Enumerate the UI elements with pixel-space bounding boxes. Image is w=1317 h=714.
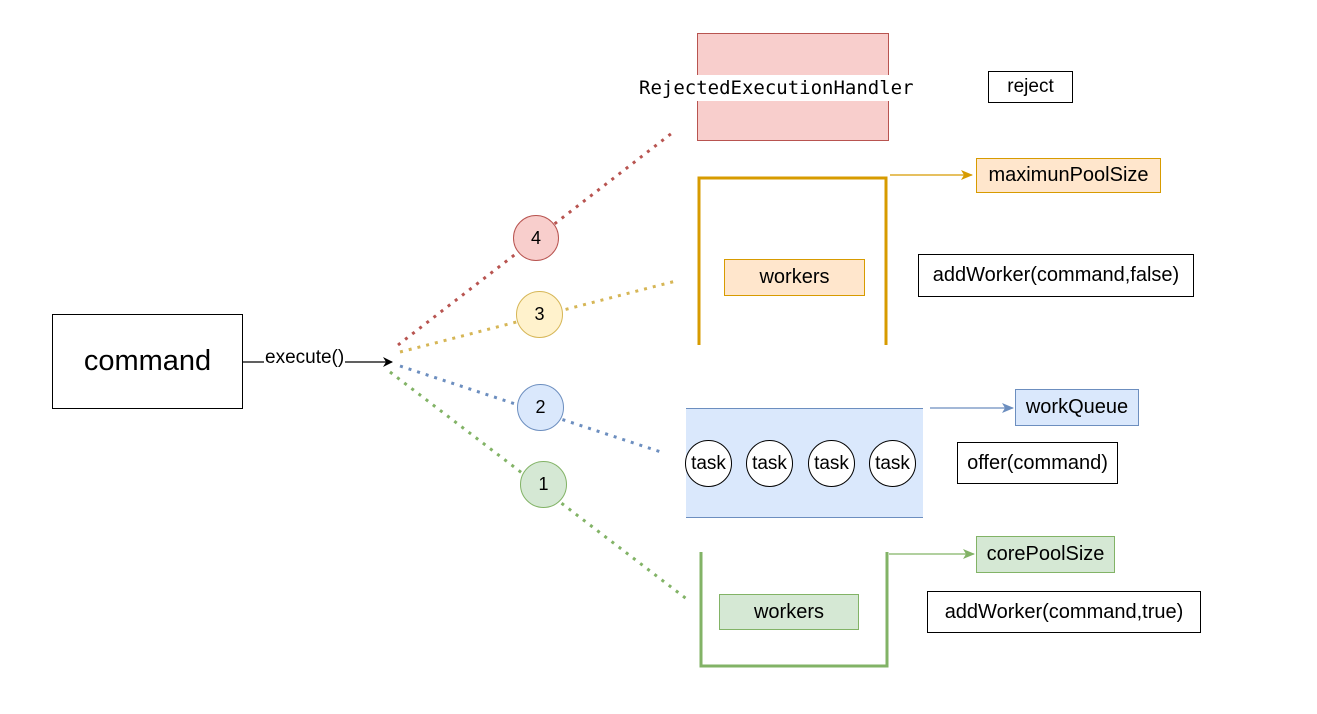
core-pool-size-box: corePoolSize <box>976 536 1115 573</box>
step-4-number: 4 <box>530 227 541 248</box>
task-1: task <box>685 440 732 487</box>
core-pool-workers-box: workers <box>719 594 859 630</box>
add-worker-true-box: addWorker(command,true) <box>927 591 1201 633</box>
core-pool-bracket <box>699 552 889 668</box>
command-label: command <box>83 345 212 377</box>
step-2-path <box>399 364 665 455</box>
max-pool-workers-box: workers <box>724 259 865 296</box>
step-3-circle: 3 <box>516 291 563 338</box>
reject-box: reject <box>988 71 1073 103</box>
step-1-number: 1 <box>538 474 549 494</box>
step-1-circle: 1 <box>520 461 567 508</box>
offer-label: offer(command) <box>967 451 1108 474</box>
max-pool-size-box: maximunPoolSize <box>976 158 1161 193</box>
task-3: task <box>808 440 855 487</box>
command-box: command <box>52 314 243 409</box>
core-pool-workers-label: workers <box>753 600 824 623</box>
offer-box: offer(command) <box>957 442 1118 484</box>
step-2-circle: 2 <box>517 384 564 431</box>
max-pool-workers-label: workers <box>759 266 830 288</box>
task-4: task <box>869 440 916 487</box>
work-queue-label: workQueue <box>1025 396 1129 418</box>
add-worker-false-box: addWorker(command,false) <box>918 254 1194 297</box>
step-3-number: 3 <box>534 304 545 324</box>
add-worker-false-label: addWorker(command,false) <box>932 264 1180 286</box>
step-3-path <box>399 279 677 354</box>
max-pool-bracket <box>697 176 888 345</box>
reject-label: reject <box>1007 76 1054 97</box>
step-2-number: 2 <box>535 397 546 417</box>
add-worker-true-label: addWorker(command,true) <box>944 600 1184 623</box>
work-queue-box: workQueue <box>1015 389 1139 426</box>
core-pool-size-label: corePoolSize <box>986 543 1105 565</box>
max-pool-size-label: maximunPoolSize <box>988 164 1149 186</box>
step-4-circle: 4 <box>513 215 559 261</box>
task-2: task <box>746 440 793 487</box>
execute-label: execute() <box>264 347 346 369</box>
rejected-handler-label: RejectedExecutionHandler <box>637 75 916 101</box>
